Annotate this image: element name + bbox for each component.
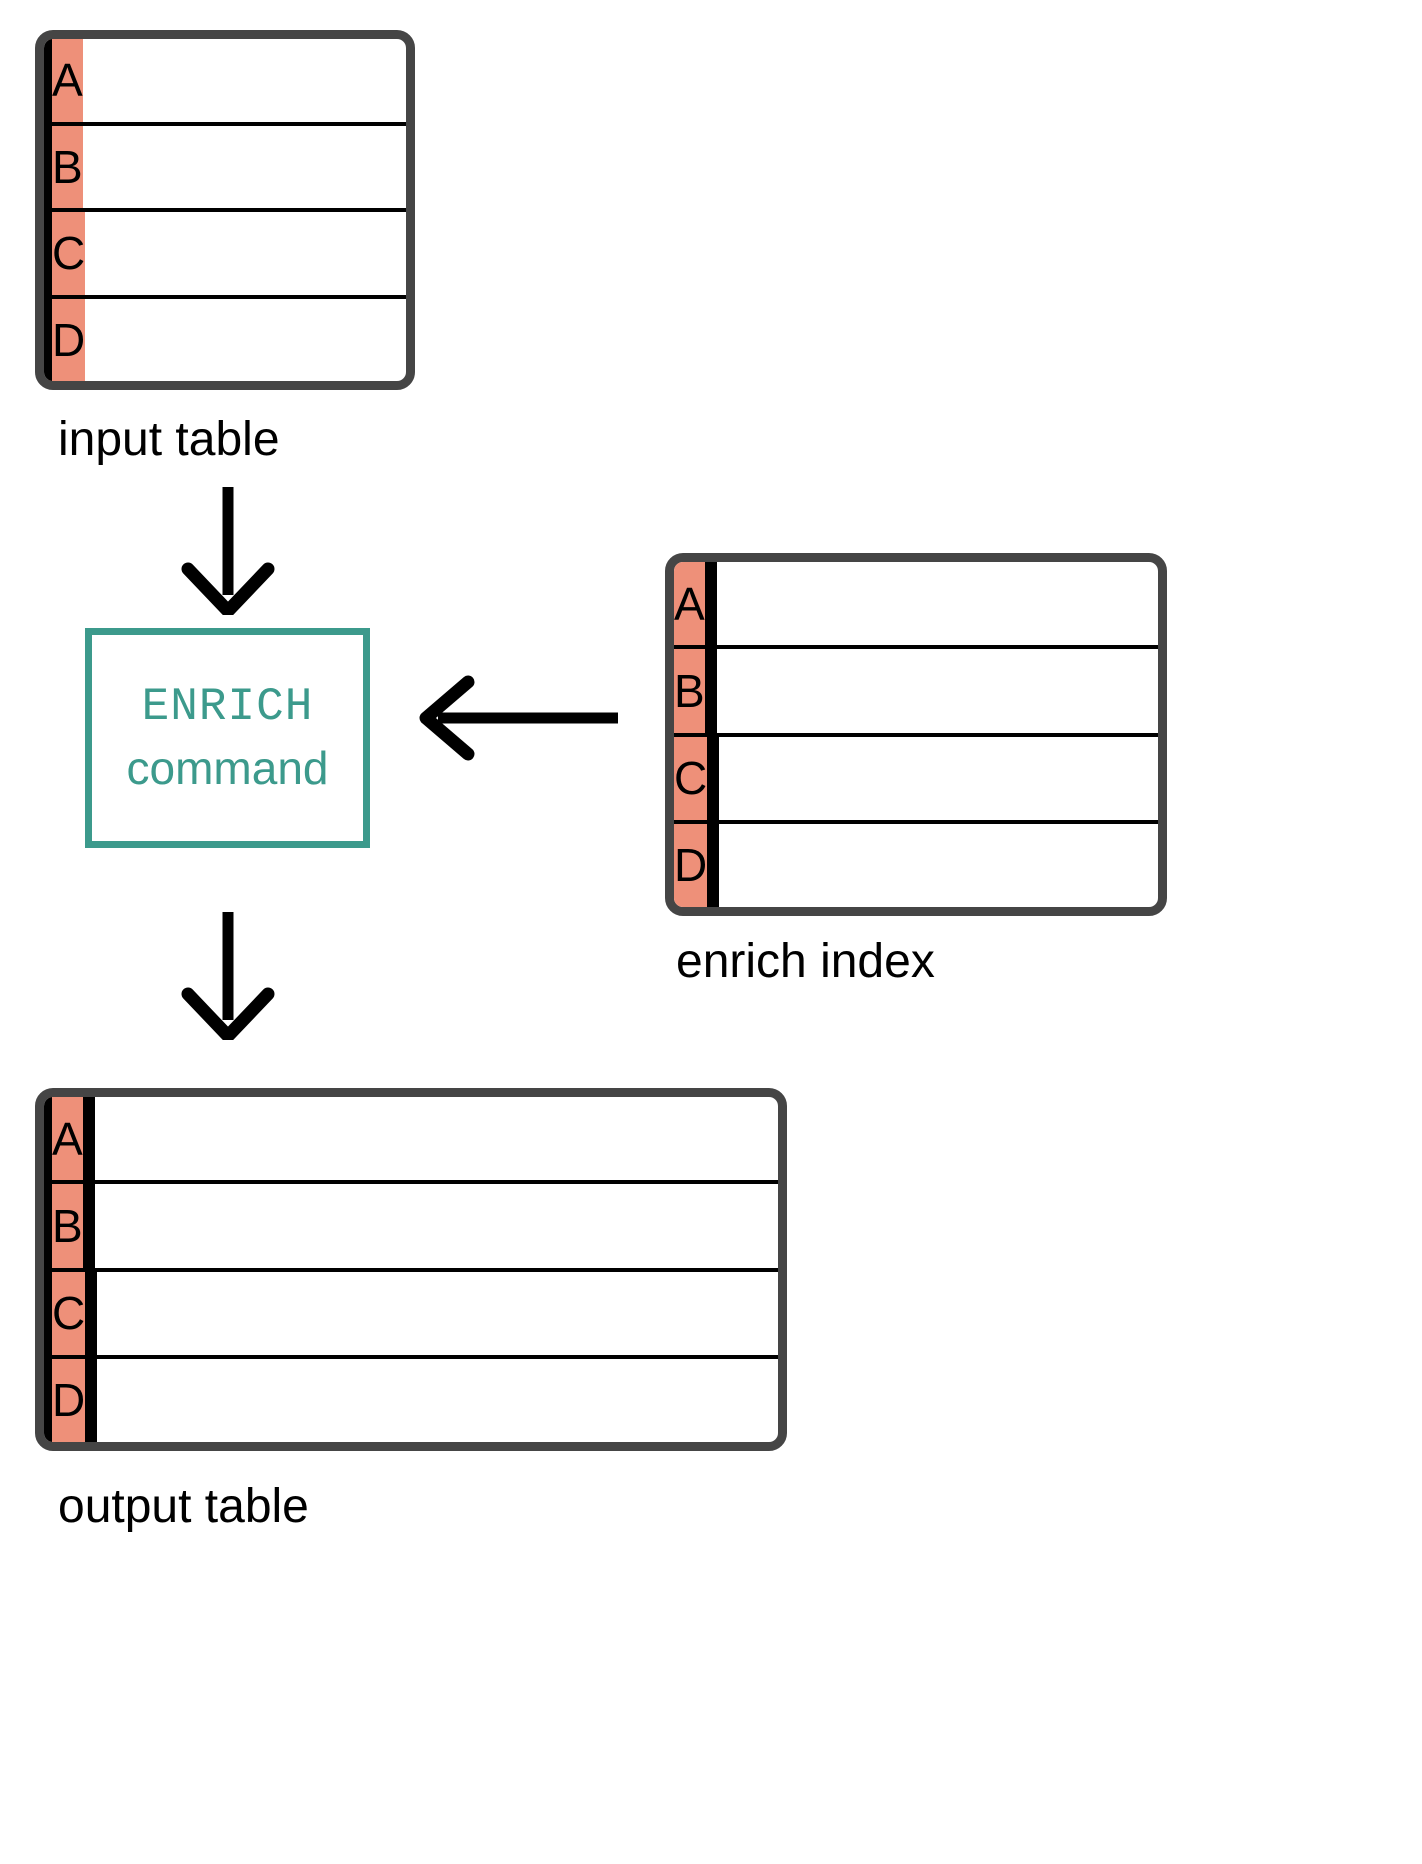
table-cell-key: B [48, 125, 83, 208]
table-row: D [44, 294, 406, 381]
table-cell [708, 562, 713, 646]
cell-key-label: C [52, 227, 86, 280]
table-cell [704, 562, 709, 646]
table-cell-key: C [48, 1271, 86, 1355]
arrow-index-to-enrich-icon [419, 675, 618, 761]
table-row: B [674, 645, 1158, 733]
table-cell-key: D [48, 298, 86, 381]
arrow-input-to-enrich-icon [181, 487, 275, 615]
table-row: C [674, 732, 1158, 820]
cell-key-label: A [52, 54, 83, 107]
table-cell [44, 1358, 48, 1442]
table-cell-key: A [674, 562, 705, 646]
table-cell-key: D [48, 1358, 86, 1442]
table-cell [712, 562, 717, 646]
table-row: D [674, 819, 1158, 907]
table-cell-key: B [674, 649, 705, 733]
table-row: A [674, 562, 1158, 646]
cell-key-label: B [52, 140, 83, 193]
table-cell-key: C [674, 736, 708, 820]
cell-key-label: D [674, 839, 708, 892]
cell-key-label: A [52, 1112, 83, 1165]
table-cell [82, 1097, 87, 1181]
table-cell [707, 736, 712, 820]
table-cell-key: D [674, 823, 708, 907]
table-row: C [44, 1267, 778, 1355]
cell-key-label: C [52, 1287, 86, 1340]
output-table-caption: output table [58, 1480, 309, 1533]
table-row: B [44, 1180, 778, 1268]
table-cell-key: A [48, 39, 83, 122]
input-table-caption: input table [58, 413, 280, 466]
table-cell [711, 823, 716, 907]
table-cell [44, 1271, 48, 1355]
enrich-command-word: command [126, 742, 329, 794]
input-table: A B C D [35, 30, 415, 390]
table-cell [44, 298, 48, 381]
table-cell [44, 39, 48, 122]
table-cell [90, 1184, 95, 1268]
enrich-command-keyword: ENRICH [141, 681, 314, 734]
table-cell [711, 736, 716, 820]
table-cell-key: B [48, 1184, 83, 1268]
table-cell [90, 1097, 95, 1181]
table-cell [704, 649, 709, 733]
table-row: B [44, 121, 406, 208]
cell-key-label: B [674, 664, 705, 717]
table-cell [86, 1097, 91, 1181]
table-cell [89, 1271, 94, 1355]
table-cell [712, 649, 717, 733]
table-cell [715, 823, 720, 907]
cell-key-label: C [674, 752, 708, 805]
table-cell [715, 736, 720, 820]
cell-key-label: D [52, 313, 86, 366]
table-cell [93, 1271, 98, 1355]
enrich-command-box[interactable]: ENRICH command [85, 628, 370, 848]
table-cell [85, 1271, 90, 1355]
table-row: C [44, 208, 406, 295]
table-cell [707, 823, 712, 907]
table-cell [86, 1184, 91, 1268]
table-row: A [44, 1097, 778, 1181]
table-cell [85, 1358, 90, 1442]
table-cell [89, 1358, 94, 1442]
table-row: D [44, 1354, 778, 1442]
table-row: A [44, 39, 406, 122]
table-cell-key: C [48, 212, 86, 295]
cell-key-label: A [674, 577, 705, 630]
table-cell-key: A [48, 1097, 83, 1181]
enrich-index-caption: enrich index [676, 935, 935, 988]
table-cell [44, 125, 48, 208]
table-cell [44, 1184, 48, 1268]
output-table: A B C [35, 1088, 787, 1451]
arrow-enrich-to-output-icon [181, 912, 275, 1040]
cell-key-label: D [52, 1374, 86, 1427]
table-cell [44, 212, 48, 295]
table-cell [44, 1097, 48, 1181]
table-cell [93, 1358, 98, 1442]
cell-key-label: B [52, 1199, 83, 1252]
table-cell [708, 649, 713, 733]
table-cell [82, 1184, 87, 1268]
enrich-index-table: A B C D [665, 553, 1167, 916]
